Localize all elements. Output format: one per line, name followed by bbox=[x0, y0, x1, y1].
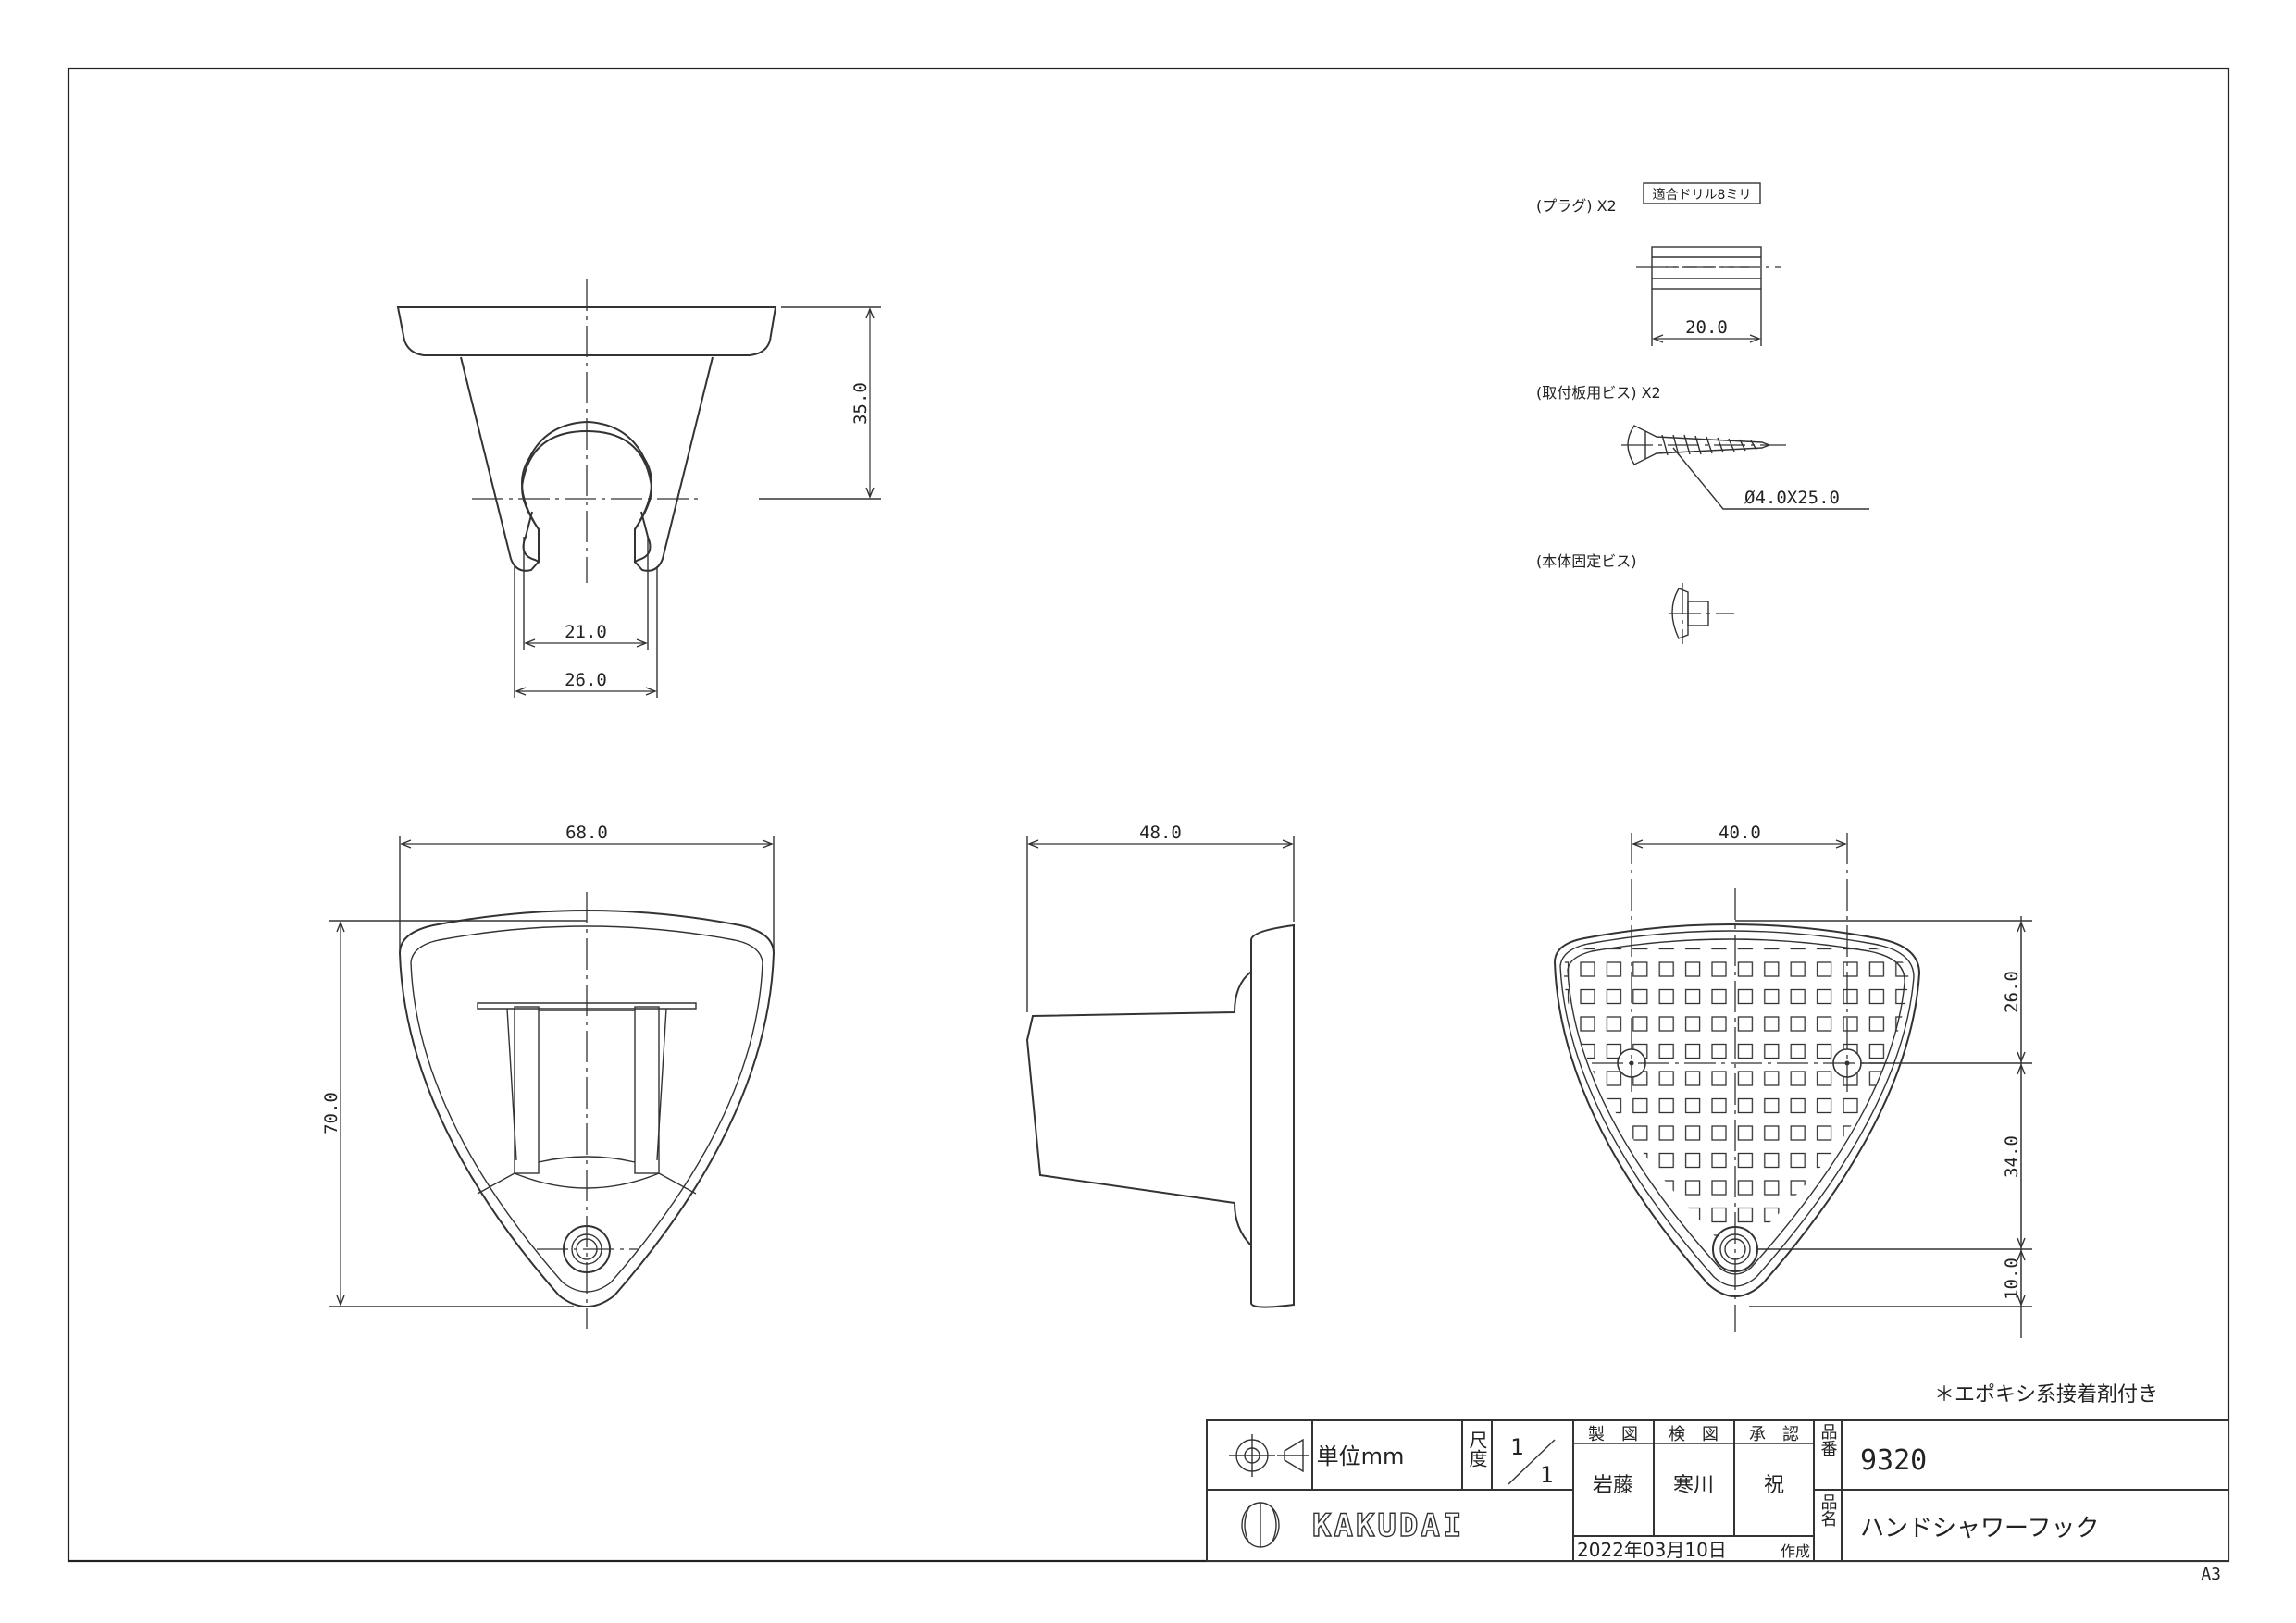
top-view: 35.0 21.0 26.0 bbox=[396, 279, 881, 698]
screw-size: Ø4.0X25.0 bbox=[1744, 488, 1840, 508]
dim-top-height: 35.0 bbox=[850, 382, 871, 425]
adhesive-note: ＊エポキシ系接着剤付き bbox=[1934, 1383, 2158, 1406]
unit-label: 単位mm bbox=[1317, 1443, 1405, 1469]
checked-by: 寒川 bbox=[1673, 1474, 1714, 1497]
scale-numerator: 1 bbox=[1510, 1434, 1523, 1460]
plug-drill-note: 適合ドリル8ミリ bbox=[1653, 187, 1752, 203]
dim-back-v1: 26.0 bbox=[2002, 971, 2022, 1013]
col-made: 製 図 bbox=[1588, 1425, 1638, 1444]
brand-name: KAKUDAI bbox=[1312, 1507, 1464, 1544]
side-view: 48.0 bbox=[1025, 823, 1295, 1308]
sheet-border bbox=[67, 67, 2230, 1563]
body-screw-label: (本体固定ビス) bbox=[1536, 552, 1637, 570]
plug-length: 20.0 bbox=[1685, 317, 1728, 338]
plug-icon bbox=[1636, 246, 1781, 346]
col-checked: 検 図 bbox=[1669, 1425, 1719, 1444]
dim-back-v2: 34.0 bbox=[2002, 1135, 2022, 1178]
scale-label: 尺度 bbox=[1466, 1431, 1488, 1468]
dim-front-height: 70.0 bbox=[321, 1092, 341, 1134]
part-name: ハンドシャワーフック bbox=[1860, 1515, 2099, 1542]
dim-front-width: 68.0 bbox=[565, 823, 608, 843]
kakudai-logo-icon bbox=[1241, 1502, 1280, 1548]
creation-date: 2022年03月10日 bbox=[1577, 1539, 1727, 1561]
paper-size-label: A3 bbox=[2201, 1565, 2221, 1584]
projection-symbol-icon bbox=[1229, 1434, 1309, 1477]
part-no-label: 品番 bbox=[1818, 1423, 1838, 1456]
dim-top-outer-width: 26.0 bbox=[565, 670, 607, 690]
plug-label: (プラグ) X2 bbox=[1536, 197, 1617, 215]
front-view: 68.0 70.0 bbox=[321, 823, 776, 1329]
dim-top-inner-width: 21.0 bbox=[565, 622, 607, 642]
date-suffix: 作成 bbox=[1781, 1542, 1810, 1560]
back-view: 40.0 26.0 34.0 10.0 bbox=[1553, 823, 2032, 1338]
wood-screw-icon bbox=[1621, 425, 1786, 465]
part-no: 9320 bbox=[1860, 1444, 1927, 1477]
parts-list: (プラグ) X2 適合ドリル8ミリ 20.0 (取付板用ビス) X2 Ø4.0X… bbox=[1536, 182, 1869, 644]
made-by: 岩藤 bbox=[1593, 1474, 1633, 1497]
approved-by: 祝 bbox=[1764, 1474, 1784, 1497]
body-screw-icon bbox=[1669, 583, 1734, 644]
dim-back-v3: 10.0 bbox=[2002, 1258, 2022, 1300]
part-name-label: 品名 bbox=[1818, 1493, 1838, 1527]
col-approved: 承 認 bbox=[1749, 1425, 1799, 1444]
dim-back-hole-spacing: 40.0 bbox=[1719, 823, 1761, 843]
dim-side-depth: 48.0 bbox=[1139, 823, 1182, 843]
scale-denominator: 1 bbox=[1540, 1462, 1553, 1488]
back-grid-pattern bbox=[1564, 948, 1909, 1249]
title-block: 単位mm 尺度 1 1 製 図 検 図 承 認 岩藤 寒川 祝 品番 9320 … bbox=[1206, 1419, 2229, 1562]
screw-label: (取付板用ビス) X2 bbox=[1536, 384, 1661, 402]
